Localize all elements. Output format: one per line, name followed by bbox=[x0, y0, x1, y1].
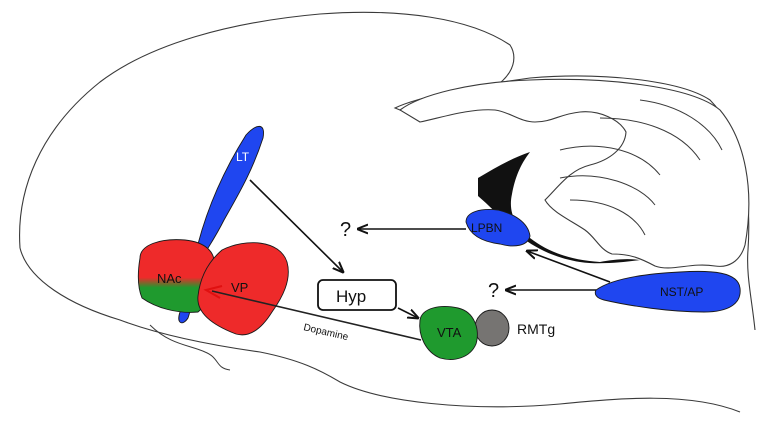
arrow-lt-to-hyp bbox=[249, 179, 343, 272]
arrow-hyp-to-vta bbox=[397, 307, 418, 318]
vta-region bbox=[419, 306, 478, 360]
unknown-top-label: ? bbox=[340, 219, 351, 241]
nst-ap-label: NST/AP bbox=[660, 285, 703, 299]
arrow-dopamine bbox=[211, 290, 422, 341]
arrow-dopamine-head bbox=[203, 285, 223, 299]
cerebellum-folia bbox=[559, 99, 723, 236]
nac-label: NAc bbox=[157, 271, 182, 286]
olfactory-outline bbox=[149, 324, 231, 371]
vp-label: VP bbox=[231, 280, 248, 295]
lpbn-label: LPBN bbox=[471, 221, 502, 235]
rmtg-label: RMTg bbox=[517, 321, 555, 337]
rmtg-region bbox=[474, 309, 510, 347]
vta-label: VTA bbox=[437, 325, 462, 340]
nst-ap-region bbox=[594, 270, 741, 313]
dopamine-label: Dopamine bbox=[302, 322, 349, 343]
hyp-label: Hyp bbox=[336, 287, 366, 306]
vp-region bbox=[197, 242, 289, 336]
cerebellum-outline bbox=[399, 78, 750, 269]
lpbn-region bbox=[465, 209, 531, 247]
arrow-nst-to-lpbn bbox=[527, 251, 611, 283]
fourth-ventricle bbox=[478, 152, 640, 264]
hyp-box bbox=[317, 279, 397, 311]
lt-label: LT bbox=[236, 150, 250, 164]
unknown-bottom-label: ? bbox=[488, 280, 499, 302]
